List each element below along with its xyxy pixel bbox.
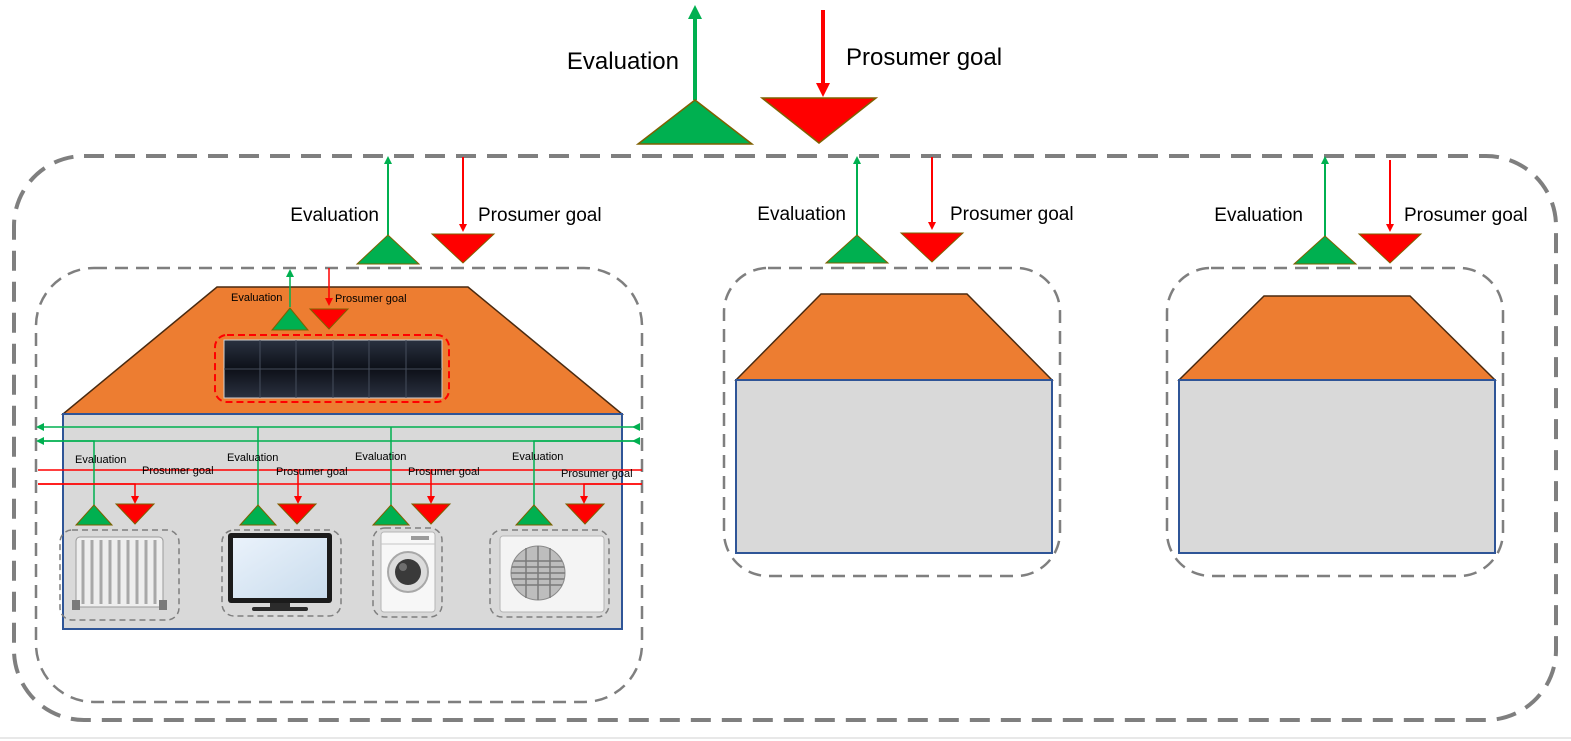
house-2-boundary — [722, 266, 1062, 578]
house-3: Evaluation Prosumer goal — [1165, 156, 1528, 578]
house-3-goal-triangle — [1357, 233, 1423, 264]
washing-machine-goal-triangle — [410, 503, 452, 525]
solar-panel-goal-triangle — [308, 308, 350, 330]
house-1: Evaluation Prosumer goal Evaluation Pros… — [34, 156, 644, 704]
house-3-wall — [1178, 379, 1496, 554]
house-3-evaluation-label: Evaluation — [1214, 205, 1303, 226]
house-3-roof — [1177, 295, 1497, 381]
television-goal-label: Prosumer goal — [276, 466, 348, 478]
appliance-radiator: Evaluation Prosumer goal — [38, 440, 214, 621]
air-conditioner-goal-triangle — [564, 503, 606, 525]
radiator-goal-label: Prosumer goal — [142, 465, 214, 477]
appliance-washing-machine: Evaluation Prosumer goal — [355, 427, 480, 618]
solar-panel-evaluation-label: Evaluation — [231, 292, 282, 304]
house-2: Evaluation Prosumer goal — [722, 156, 1074, 578]
appliance-air-conditioner: Evaluation Prosumer goal — [489, 440, 642, 618]
washing-machine-evaluation-triangle — [371, 504, 411, 526]
community-boundary — [12, 154, 1558, 722]
house-1-goal-bus — [38, 469, 642, 485]
washing-machine-icon — [380, 531, 436, 613]
radiator-goal-triangle — [114, 503, 156, 525]
air-conditioner-evaluation-triangle — [514, 504, 554, 526]
community-evaluation-triangle — [635, 99, 755, 145]
radiator-icon — [72, 536, 167, 610]
solar-panel: Evaluation Prosumer goal — [214, 268, 450, 403]
television-goal-triangle — [276, 503, 318, 525]
house-3-goal-label: Prosumer goal — [1404, 205, 1528, 226]
appliance-television: Evaluation Prosumer goal — [221, 427, 348, 617]
radiator-evaluation-label: Evaluation — [75, 454, 126, 466]
air-conditioner-icon — [499, 535, 605, 613]
community-goal-label: Prosumer goal — [846, 44, 1002, 71]
television-evaluation-label: Evaluation — [227, 452, 278, 464]
radiator-evaluation-triangle — [74, 504, 114, 526]
television-evaluation-triangle — [238, 504, 278, 526]
house-2-goal-label: Prosumer goal — [950, 204, 1074, 225]
house-1-boundary — [34, 266, 644, 704]
house-1-evaluation-label: Evaluation — [290, 205, 379, 226]
house-3-boundary — [1165, 266, 1505, 578]
washing-machine-evaluation-label: Evaluation — [355, 451, 406, 463]
community-evaluation-label: Evaluation — [567, 48, 679, 75]
house-2-goal-triangle — [899, 232, 965, 263]
house-1-goal-label: Prosumer goal — [478, 205, 602, 226]
house-1-goal-triangle — [430, 233, 496, 264]
house-2-evaluation-label: Evaluation — [757, 204, 846, 225]
television-icon — [228, 533, 332, 611]
solar-panel-evaluation-triangle — [270, 307, 310, 331]
washing-machine-goal-label: Prosumer goal — [408, 466, 480, 478]
house-2-evaluation-triangle — [824, 234, 890, 264]
house-2-roof — [734, 293, 1054, 381]
house-1-evaluation-triangle — [355, 234, 421, 265]
house-2-wall — [735, 379, 1053, 554]
solar-panel-goal-label: Prosumer goal — [335, 293, 407, 305]
air-conditioner-goal-label: Prosumer goal — [561, 468, 633, 480]
air-conditioner-evaluation-label: Evaluation — [512, 451, 563, 463]
house-3-evaluation-triangle — [1292, 235, 1358, 265]
community-goal-triangle — [759, 97, 879, 144]
